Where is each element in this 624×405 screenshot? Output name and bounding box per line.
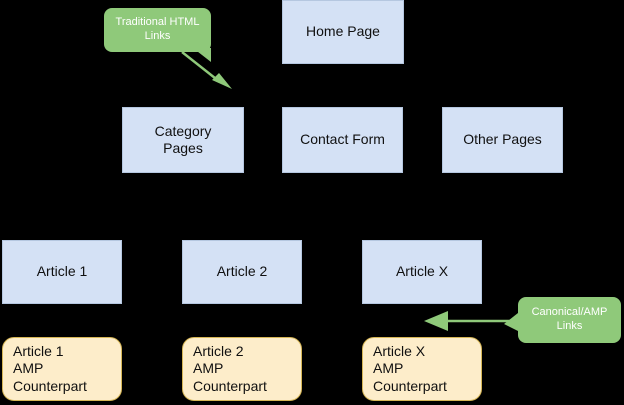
callout-tail-canonical-amp-links [504,313,518,331]
node-article-1: Article 1 [2,240,122,304]
node-article-x: Article X [362,240,482,304]
node-contact-form: Contact Form [282,107,403,173]
node-other-pages: Other Pages [442,107,563,173]
node-article-2: Article 2 [182,240,302,304]
node-article-2-amp-counterpart: Article 2 AMP Counterpart [182,337,302,401]
node-home-page: Home Page [282,0,404,64]
arrow-head-canonical-amp-links [424,311,448,331]
callout-canonical-amp-links: Canonical/AMP Links [518,297,621,343]
callout-traditional-html-links: Traditional HTML Links [104,8,211,52]
node-article-x-amp-counterpart: Article X AMP Counterpart [362,337,482,401]
node-category-pages: Category Pages [122,107,244,173]
arrow-line-traditional-html-links [181,51,221,83]
arrow-head-traditional-html-links [212,73,232,89]
node-article-1-amp-counterpart: Article 1 AMP Counterpart [2,337,122,401]
